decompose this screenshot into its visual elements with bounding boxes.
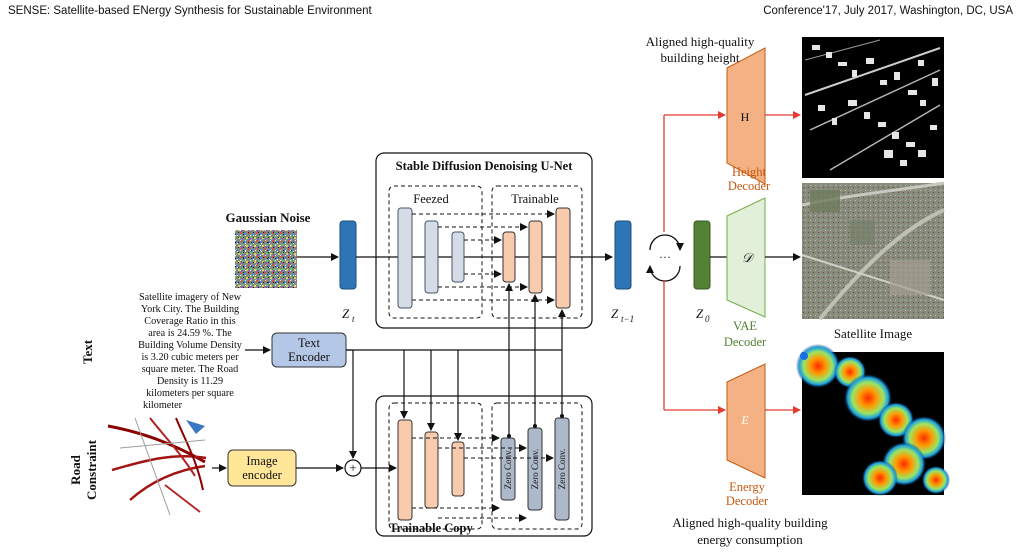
height-caption-2: building height: [660, 50, 739, 65]
noise-label: Gaussian Noise: [226, 210, 311, 225]
trainable-block-2: [528, 220, 543, 294]
zt-sub: t: [352, 314, 355, 324]
copy-label: Trainable Copy: [389, 521, 473, 535]
frozen-block-3: [451, 231, 465, 283]
unet-title: Stable Diffusion Denoising U-Net: [396, 159, 574, 173]
unet-frame: [375, 152, 593, 329]
svg-text:Density is 11.29: Density is 11.29: [157, 376, 223, 387]
zero-conv-label-1: Zero Conv.: [503, 449, 513, 489]
road-map-image: [107, 417, 210, 518]
svg-text:square meter. The Road: square meter. The Road: [142, 364, 239, 375]
zero-conv-label-2: Zero Conv.: [530, 449, 540, 489]
ztm1-label: Z: [611, 306, 619, 321]
frozen-region: [388, 185, 483, 319]
frozen-block-2: [424, 220, 439, 294]
svg-text:Coverage Ratio in this: Coverage Ratio in this: [144, 316, 235, 327]
svg-text:kilometer: kilometer: [143, 400, 183, 411]
road-side-label-2: Constraint: [84, 439, 99, 500]
energy-decoder: [726, 363, 766, 479]
satellite-caption: Satellite Image: [834, 326, 913, 341]
copy-encoder-region: [388, 402, 483, 530]
svg-text:is 3.20 cubic meters per: is 3.20 cubic meters per: [141, 352, 239, 363]
trainable-region: [491, 185, 583, 319]
latent-zt: [339, 220, 357, 290]
loop-dots: ···: [659, 250, 671, 264]
text-encoder-label-2: Encoder: [288, 350, 330, 364]
height-map-image: [802, 37, 944, 178]
zt-label: Z: [342, 306, 350, 321]
svg-text:area is 24.59 %. The: area is 24.59 %. The: [148, 328, 232, 339]
iteration-loop-icon: [646, 234, 684, 282]
ztm1-sub: t−1: [621, 314, 634, 324]
header-left: SENSE: Satellite-based ENergy Synthesis …: [8, 5, 373, 17]
energy-glyph: E: [740, 413, 749, 427]
energy-decoder-label-2: Decoder: [726, 494, 769, 508]
latent-z0: [693, 220, 711, 290]
header-right: Conference'17, July 2017, Washington, DC…: [763, 5, 1013, 17]
vae-decoder-label-1: VAE: [733, 319, 757, 333]
text-encoder-label-1: Text: [298, 336, 321, 350]
trainable-block-1: [502, 231, 516, 283]
z0-sub: 0: [705, 314, 710, 324]
height-glyph: H: [741, 110, 750, 124]
height-decoder-label-1: Height: [732, 165, 767, 179]
svg-text:kilometers per square: kilometers per square: [146, 388, 234, 399]
svg-text:Satellite imagery of New: Satellite imagery of New: [139, 292, 242, 303]
image-encoder-label-2: encoder: [242, 468, 282, 482]
satellite-image: [801, 181, 945, 321]
latent-zt-minus-1: [614, 220, 632, 290]
height-decoder: [726, 47, 766, 185]
zero-conv-label-3: Zero Conv.: [557, 449, 567, 489]
trainable-label: Trainable: [511, 192, 559, 206]
vae-decoder-label-2: Decoder: [724, 335, 767, 349]
svg-text:+: +: [349, 460, 356, 475]
road-side-label-1: Road: [68, 454, 83, 484]
height-decoder-label-2: Decoder: [728, 179, 771, 193]
z0-label: Z: [696, 306, 704, 321]
copy-block-2: [424, 431, 439, 509]
energy-decoder-label-1: Energy: [729, 480, 766, 494]
vae-decoder: [726, 197, 766, 318]
text-prompt: Satellite imagery of New York City. The …: [138, 292, 243, 411]
image-encoder-label-1: Image: [246, 454, 278, 468]
svg-text:Building Volume Density: Building Volume Density: [138, 340, 243, 351]
text-side-label: Text: [80, 339, 95, 364]
frozen-block-1: [397, 207, 413, 309]
height-caption-1: Aligned high-quality: [646, 34, 755, 49]
energy-heatmap-image: [796, 344, 950, 496]
zero-conv-1: [500, 437, 516, 501]
svg-text:York City. The Building: York City. The Building: [141, 304, 239, 315]
energy-caption-1: Aligned high-quality building: [672, 515, 828, 530]
vae-glyph: 𝒟: [742, 250, 755, 265]
frozen-label: Feezed: [413, 192, 449, 206]
copy-frame: [375, 395, 593, 537]
copy-block-3: [451, 441, 465, 497]
energy-caption-2: energy consumption: [697, 532, 803, 547]
copy-block-1: [397, 419, 413, 521]
trainable-block-3: [555, 207, 571, 309]
